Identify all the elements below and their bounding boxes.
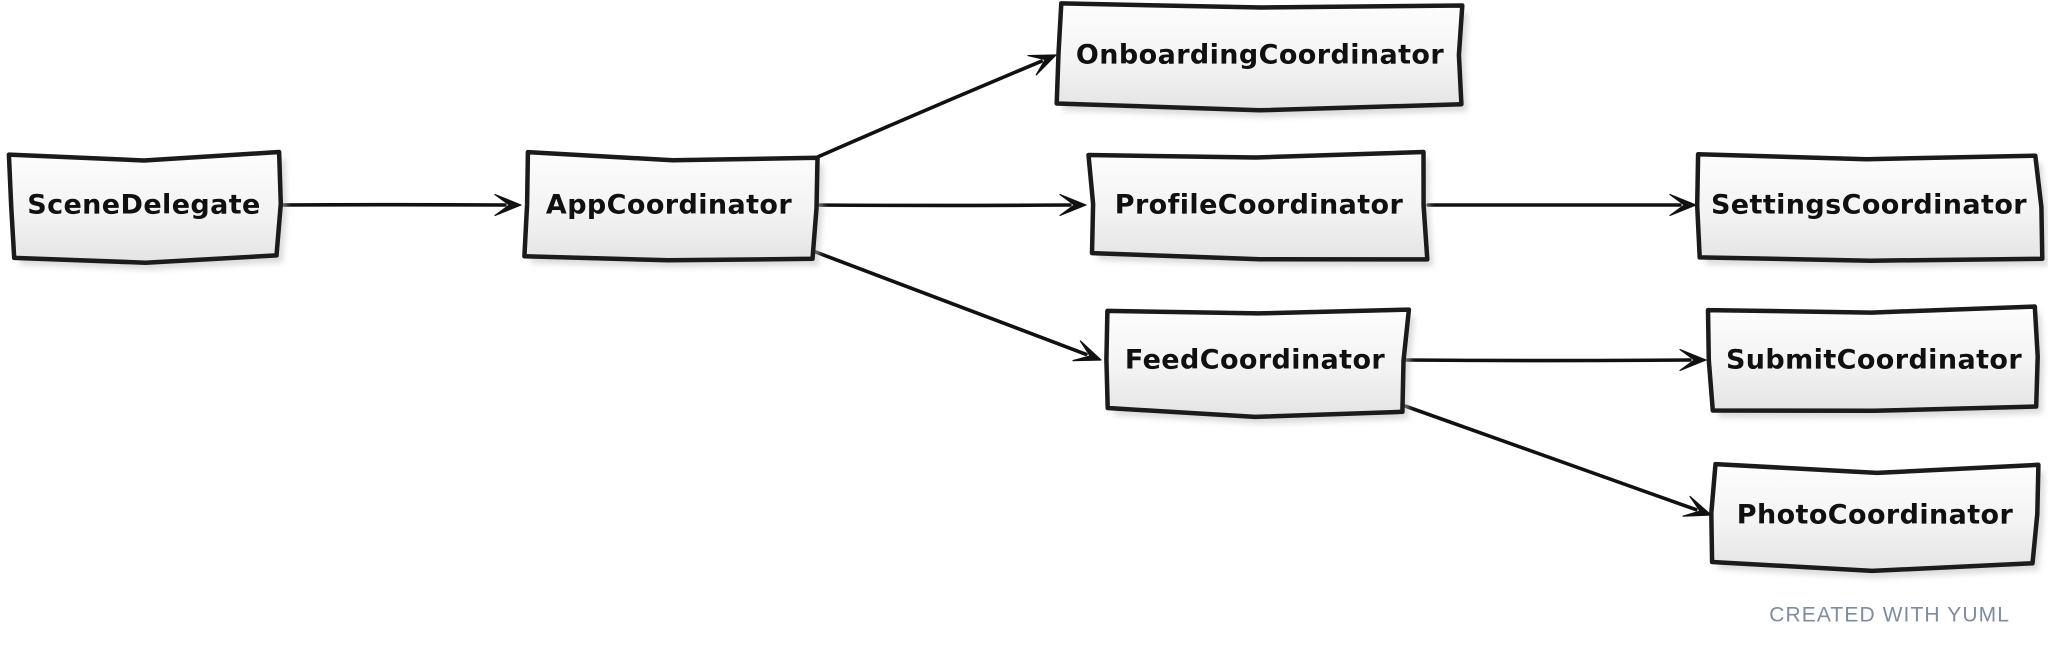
created-with-yuml-watermark: CREATED WITH YUML [1769, 604, 2010, 627]
edge-line [811, 249, 1088, 357]
arrowhead-icon [1059, 193, 1087, 217]
node-onboarding-coordinator[interactable]: OnboardingCoordinator [1054, 1, 1469, 118]
node-box[interactable] [1054, 1, 1465, 113]
node-box[interactable] [1104, 307, 1412, 420]
arrowhead-icon [1072, 340, 1102, 362]
node-scene-delegate[interactable]: SceneDelegate [6, 149, 287, 270]
node-label: OnboardingCoordinator [1076, 40, 1444, 71]
node-label: SettingsCoordinator [1711, 190, 2027, 221]
edge-line [1403, 358, 1692, 363]
nodes-layer: SceneDelegate AppCoordinator OnboardingCoo… [6, 1, 2048, 578]
node-label: ProfileCoordinator [1115, 190, 1404, 221]
node-box[interactable] [1709, 461, 2041, 574]
edge-profile-to-settings[interactable] [1426, 193, 1697, 217]
node-box[interactable] [1705, 304, 2040, 414]
node-box[interactable] [1694, 152, 2045, 263]
edge-line [811, 59, 1043, 161]
node-submit-coordinator[interactable]: SubmitCoordinator [1705, 304, 2044, 418]
node-photo-coordinator[interactable]: PhotoCoordinator [1709, 461, 2045, 578]
arrowhead-icon [1669, 193, 1697, 217]
edge-feed-to-photo[interactable] [1403, 404, 1712, 517]
node-box[interactable] [1086, 149, 1430, 262]
node-label: SubmitCoordinator [1726, 345, 2022, 376]
node-label: SceneDelegate [27, 190, 261, 221]
node-settings-coordinator[interactable]: SettingsCoordinator [1694, 152, 2048, 268]
edge-scene-to-app[interactable] [276, 193, 522, 217]
edge-app-to-profile[interactable] [811, 193, 1087, 217]
node-app-coordinator[interactable]: AppCoordinator [522, 149, 824, 268]
node-box[interactable] [6, 149, 284, 265]
node-label: FeedCoordinator [1125, 345, 1386, 376]
edge-feed-to-submit[interactable] [1403, 348, 1707, 372]
arrowhead-icon [1682, 495, 1712, 517]
node-label: PhotoCoordinator [1737, 500, 2014, 531]
edge-line [1403, 404, 1698, 512]
node-profile-coordinator[interactable]: ProfileCoordinator [1086, 149, 1434, 267]
edge-app-to-feed[interactable] [811, 249, 1102, 362]
arrowhead-icon [494, 193, 522, 217]
edges-layer [276, 54, 1712, 517]
node-feed-coordinator[interactable]: FeedCoordinator [1104, 307, 1415, 424]
arrowhead-icon [1027, 54, 1057, 76]
node-box[interactable] [522, 149, 820, 263]
node-label: AppCoordinator [546, 190, 792, 221]
arrowhead-icon [1679, 348, 1707, 372]
edge-app-to-onboarding[interactable] [811, 54, 1057, 161]
